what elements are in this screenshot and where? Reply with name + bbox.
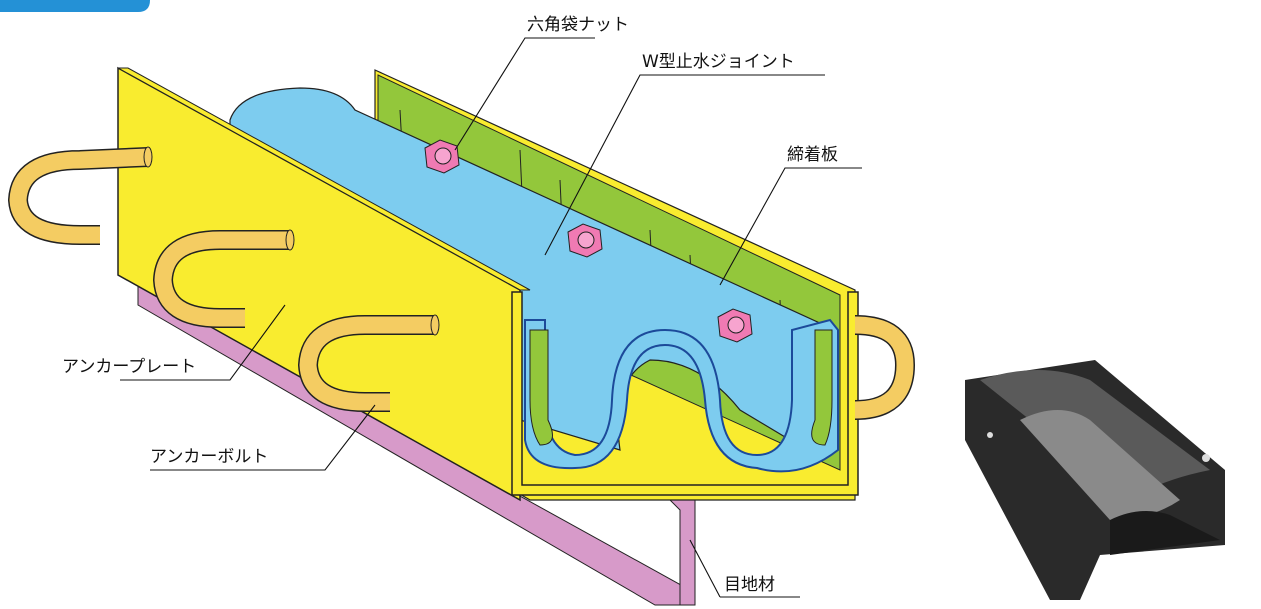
- label-joint-filler: 目地材: [724, 575, 775, 595]
- label-joint: W型止水ジョイント: [642, 52, 795, 72]
- label-anchor-bolt: アンカーボルト: [150, 447, 268, 467]
- anchor-bolt-3: [297, 314, 440, 412]
- label-clamp-plate: 締着板: [787, 145, 838, 165]
- channel-section: [511, 291, 859, 496]
- anchor-bolt-2: [152, 229, 295, 328]
- label-anchor-plate: アンカープレート: [62, 357, 196, 377]
- w-profile-section: [524, 318, 839, 473]
- joint-filler: [137, 284, 691, 606]
- label-nut: 六角袋ナット: [527, 15, 629, 35]
- hex-nut-2: [567, 223, 603, 258]
- product-photo: [965, 360, 1225, 600]
- hex-nut-1: [424, 139, 460, 174]
- hex-nut-3: [717, 308, 753, 343]
- anchor-bolt-1: [7, 146, 153, 245]
- header-tab: [0, 0, 150, 12]
